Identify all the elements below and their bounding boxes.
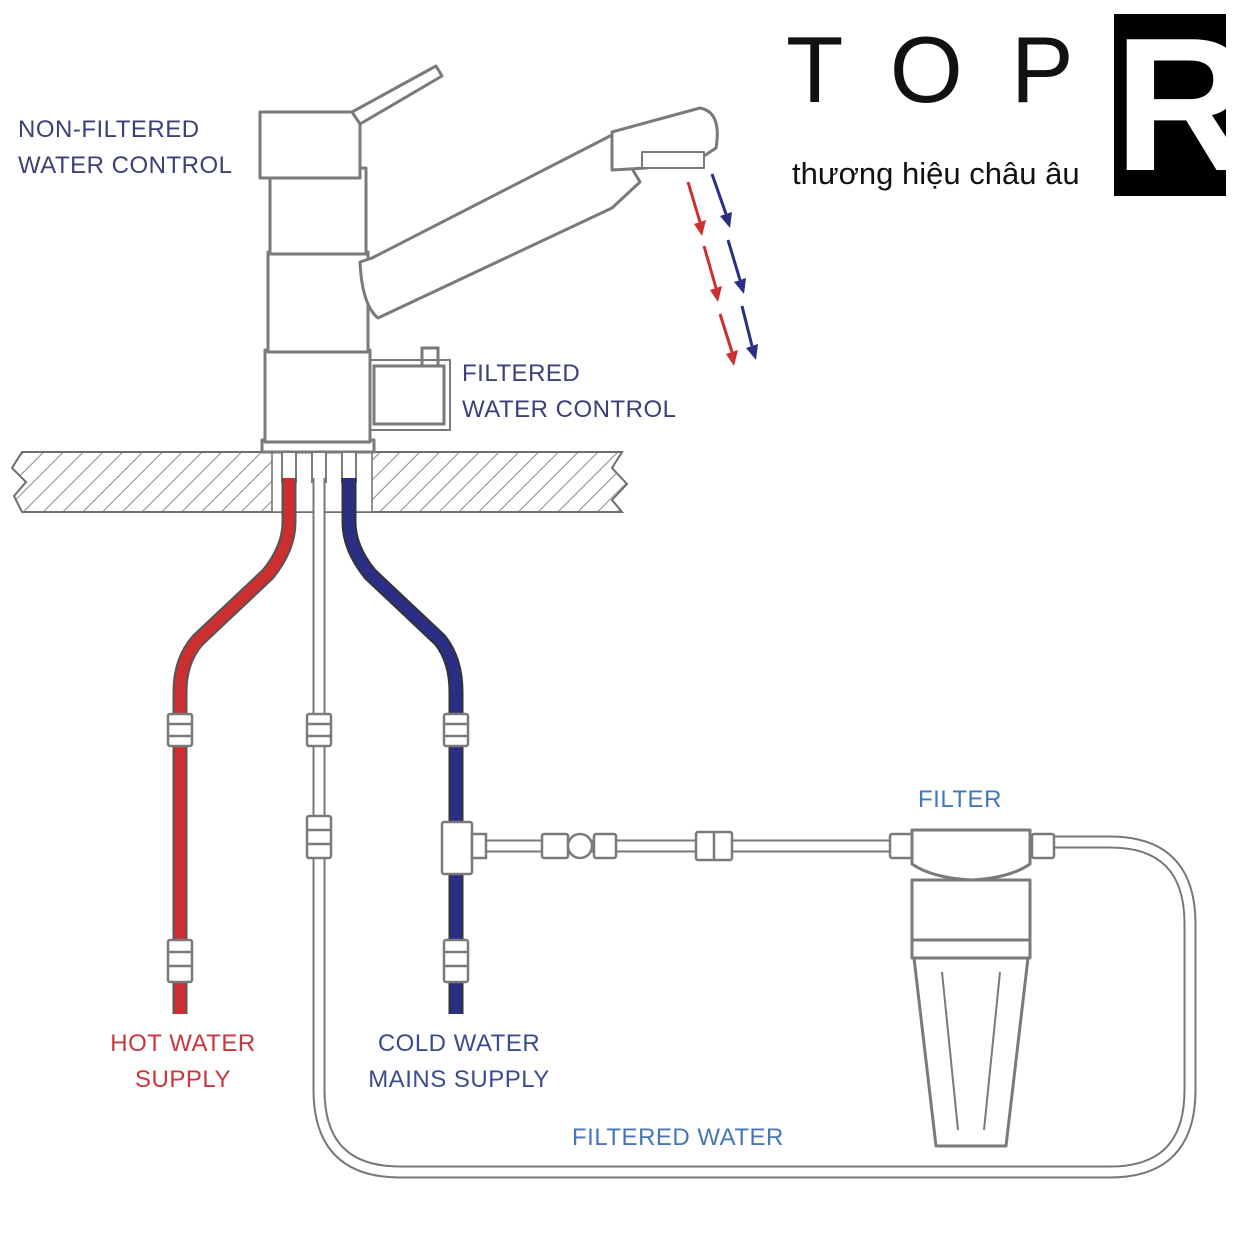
pipe-fittings — [166, 712, 1056, 984]
cold-water-pipe — [341, 478, 464, 1014]
brand-logo: TOP thương hiệu châu âu R — [786, 0, 1242, 211]
filtered-water-control-label: FILTERED WATER CONTROL — [462, 356, 677, 428]
non-filtered-water-control-label: NON-FILTERED WATER CONTROL — [18, 112, 233, 184]
cold-label-line1: COLD WATER — [377, 1030, 541, 1057]
hot-label-line1: HOT WATER — [110, 1030, 256, 1057]
non-filtered-label-line1: NON-FILTERED — [18, 116, 200, 143]
non-filtered-label-line2: WATER CONTROL — [18, 152, 233, 179]
filtered-water-control — [369, 346, 451, 431]
non-filtered-lever — [258, 64, 444, 180]
filtered-water-label: FILTERED WATER — [572, 1124, 784, 1151]
filter-label: FILTER — [918, 786, 1002, 813]
brand-box-letter: R — [1114, 0, 1242, 211]
cold-water-mains-supply-label: COLD WATER MAINS SUPPLY — [354, 1026, 564, 1098]
brand-letter-box: R — [1114, 0, 1242, 211]
cold-label-line2: MAINS SUPPLY — [368, 1066, 550, 1093]
filtered-label-line2: WATER CONTROL — [462, 396, 677, 423]
brand-wordmark: TOP — [786, 17, 1122, 122]
filtered-water-line — [312, 478, 1197, 1179]
hot-water-pipe — [172, 478, 297, 1014]
filtered-label-line1: FILTERED — [462, 360, 581, 387]
mixer-tap — [260, 106, 719, 454]
brand-tagline: thương hiệu châu âu — [792, 156, 1080, 191]
flow-arrows — [686, 173, 758, 366]
hot-label-line2: SUPPLY — [135, 1066, 231, 1093]
connector-stubs — [281, 451, 357, 483]
filter-housing — [910, 828, 1032, 1148]
hot-water-supply-label: HOT WATER SUPPLY — [100, 1026, 266, 1098]
